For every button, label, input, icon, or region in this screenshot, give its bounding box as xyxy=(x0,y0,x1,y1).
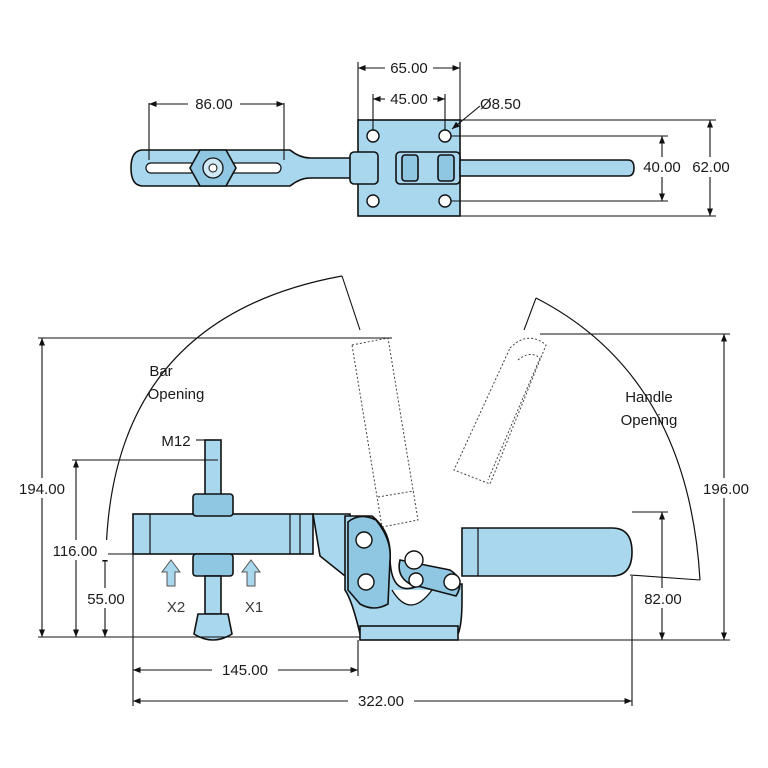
dim-hole-diameter: Ø8.50 xyxy=(480,96,521,113)
x1-arrow-icon xyxy=(241,559,261,587)
dim-spindle-to-base: 145.00 xyxy=(222,662,268,679)
side-clamp-bar xyxy=(132,513,314,555)
label-bar: Bar xyxy=(149,363,172,380)
ghost-clamp-bar xyxy=(351,337,419,528)
dim-height-spindle: 116.00 xyxy=(53,543,98,560)
label-opening-right: Opening xyxy=(621,412,678,429)
dim-hole-spacing-x: 45.00 xyxy=(390,91,428,108)
label-opening-left: Opening xyxy=(148,386,205,403)
base-flange xyxy=(359,625,459,641)
handle-opening-arc xyxy=(535,297,701,581)
ghost-handle xyxy=(453,337,547,485)
mount-hole-bl xyxy=(366,194,380,208)
mount-hole-br xyxy=(438,194,452,208)
top-view: 86.00 65.00 45.00 Ø8.50 40.00 62.00 xyxy=(130,60,734,217)
dim-bar-length: 86.00 xyxy=(195,96,233,113)
label-x2: X2 xyxy=(167,599,185,616)
dim-height-bar: 55.00 xyxy=(87,591,125,608)
lower-nut xyxy=(192,553,234,577)
dim-height-handle: 82.00 xyxy=(644,591,682,608)
label-handle: Handle xyxy=(625,389,673,406)
x2-arrow-icon xyxy=(161,559,181,587)
bar-opening-arc xyxy=(105,275,343,555)
label-thread: M12 xyxy=(161,433,190,450)
dim-base-height: 62.00 xyxy=(692,159,730,176)
dim-height-right: 196.00 xyxy=(703,481,749,498)
dim-base-width: 65.00 xyxy=(390,60,428,77)
top-pivot-block xyxy=(349,151,379,185)
pivot-link-2 xyxy=(408,572,424,588)
spindle-tip xyxy=(193,613,233,641)
mount-hole-tl xyxy=(366,129,380,143)
mount-hole-tr xyxy=(438,129,452,143)
side-view: X2 X1 Bar Opening Handle Opening M12 194… xyxy=(10,275,758,711)
upper-nut xyxy=(192,493,234,517)
dim-height-left: 194.00 xyxy=(19,481,65,498)
pivot-link-1 xyxy=(404,550,424,570)
side-handle xyxy=(461,527,633,577)
dim-hole-spacing-y: 40.00 xyxy=(643,159,681,176)
side-arm xyxy=(347,515,392,609)
pivot-bottom xyxy=(357,573,375,591)
spindle-thread xyxy=(204,439,222,501)
dim-overall-length: 322.00 xyxy=(358,693,404,710)
pivot-handle xyxy=(443,573,461,591)
pivot-top xyxy=(355,531,373,549)
label-x1: X1 xyxy=(245,599,263,616)
top-handle xyxy=(459,159,635,177)
